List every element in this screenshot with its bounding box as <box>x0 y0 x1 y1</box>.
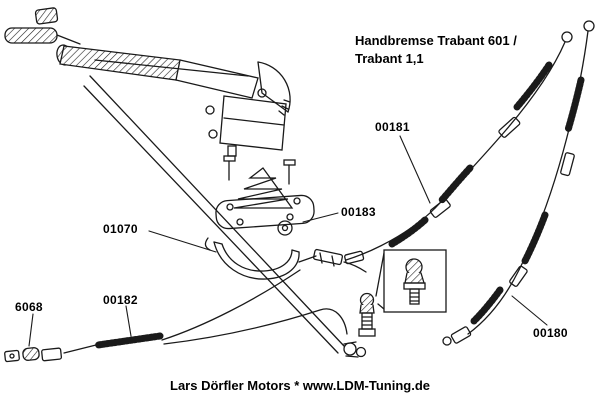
leader-00181 <box>399 135 431 204</box>
part-label-01070: 01070 <box>103 222 138 236</box>
diagram-title-line1: Handbremse Trabant 601 / <box>355 33 517 48</box>
part-label-00181: 00181 <box>375 120 410 134</box>
rear-cable-00180-drawing <box>442 20 595 346</box>
rear-cable-00181-drawing <box>344 31 573 265</box>
handbrake-lever-drawing <box>56 44 291 116</box>
clevis-drawing <box>343 341 367 358</box>
ball-bolt-drawing <box>358 292 376 337</box>
front-cable-drawing <box>4 255 367 363</box>
adjuster-drawing <box>312 248 344 267</box>
diagram-title-line2: Trabant 1,1 <box>355 51 424 66</box>
leader-lines <box>28 135 548 347</box>
leader-00182 <box>125 305 132 337</box>
part-label-00183: 00183 <box>341 205 376 219</box>
leader-6068 <box>28 313 34 347</box>
brake-rod-drawing <box>83 75 348 354</box>
cable-holder-drawing <box>204 237 300 280</box>
inset-detail-drawing <box>375 249 447 313</box>
diagram-title: Handbremse Trabant 601 / Trabant 1,1 <box>355 32 517 68</box>
leader-01070 <box>148 230 217 253</box>
leader-00180 <box>511 295 548 326</box>
mounting-bracket-drawing <box>205 95 287 157</box>
return-spring-drawing <box>4 7 81 45</box>
part-label-6068: 6068 <box>15 300 43 314</box>
footer-credit: Lars Dörfler Motors * www.LDM-Tuning.de <box>170 378 430 393</box>
leader-00183 <box>302 212 339 223</box>
boot-assembly-drawing <box>215 155 315 236</box>
part-label-00180: 00180 <box>533 326 568 340</box>
part-label-00182: 00182 <box>103 293 138 307</box>
